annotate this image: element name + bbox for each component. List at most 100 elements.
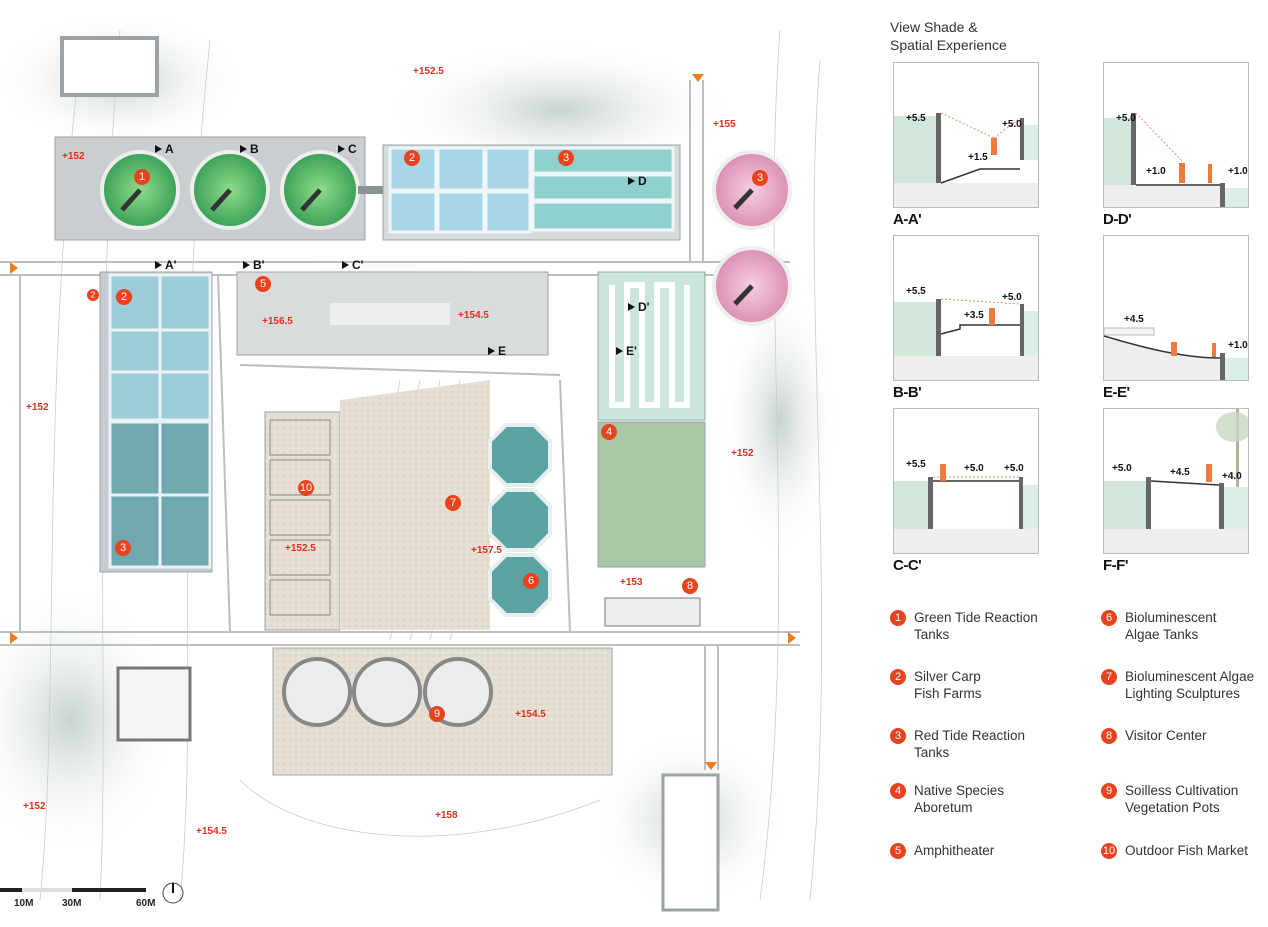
section-mark: C xyxy=(338,142,357,156)
marker-5: 5 xyxy=(255,276,271,292)
elevation-label: +152 xyxy=(62,151,85,162)
legend-number: 3 xyxy=(890,728,906,744)
marker-3: 3 xyxy=(752,170,768,186)
scale-bar xyxy=(0,882,184,904)
legend-number: 7 xyxy=(1101,669,1117,685)
section-elevation: +1.0 xyxy=(1146,166,1166,177)
section-mark: D' xyxy=(628,300,650,314)
vegetation-pots xyxy=(282,657,493,727)
section-elevation: +4.0 xyxy=(1222,471,1242,482)
legend-number: 9 xyxy=(1101,783,1117,799)
legend-text: Visitor Center xyxy=(1125,728,1207,743)
legend-text: Fish Farms xyxy=(914,686,982,701)
legend-text: Silver Carp xyxy=(914,669,981,684)
section-elevation: +5.5 xyxy=(906,113,926,124)
section-d: +5.0 +1.0 +1.0 xyxy=(1103,62,1249,208)
marker-10: 10 xyxy=(298,480,314,496)
visitor-center xyxy=(604,597,701,627)
fish-pools-top xyxy=(388,146,532,234)
marker-8: 8 xyxy=(682,578,698,594)
panel-title-line: View Shade & xyxy=(890,19,978,35)
section-elevation: +1.5 xyxy=(968,152,988,163)
marker-3: 3 xyxy=(558,150,574,166)
legend-text: Native Species xyxy=(914,783,1005,798)
section-mark: B' xyxy=(243,258,265,272)
legend-text: Outdoor Fish Market xyxy=(1125,843,1249,858)
legend-text: Lighting Sculptures xyxy=(1125,686,1240,701)
marker-7: 7 xyxy=(445,495,461,511)
section-elevation: +5.0 xyxy=(1112,463,1132,474)
section-mark: A' xyxy=(155,258,177,272)
legend-text: Tanks xyxy=(914,745,950,760)
legend-number: 2 xyxy=(890,669,906,685)
elevation-label: +152 xyxy=(26,402,49,413)
bioluminescent-tanks xyxy=(488,423,552,617)
elevation-label: +156.5 xyxy=(262,316,293,327)
section-label: E-E' xyxy=(1103,384,1130,401)
legend-text: Bioluminescent xyxy=(1125,610,1217,625)
legend-text: Red Tide Reaction xyxy=(914,728,1026,743)
elevation-label: +154.5 xyxy=(515,709,546,720)
legend-number: 6 xyxy=(1101,610,1117,626)
marker-1: 1 xyxy=(134,169,150,185)
small-building-nw xyxy=(60,36,159,97)
section-elevation: +5.5 xyxy=(906,459,926,470)
section-label: F-F' xyxy=(1103,557,1128,574)
scale-label: 60M xyxy=(136,898,156,909)
section-mark: E' xyxy=(616,344,637,358)
scale-label: 30M xyxy=(62,898,82,909)
legend-text: Green Tide Reaction xyxy=(914,610,1038,625)
elevation-label: +158 xyxy=(435,810,458,821)
legend-text: Amphitheater xyxy=(914,843,995,858)
elevation-label: +157.5 xyxy=(471,545,502,556)
marker-2: 2 xyxy=(87,289,99,301)
panel-title-line: Spatial Experience xyxy=(890,37,1007,53)
legend-text: Tanks xyxy=(914,627,950,642)
section-label: C-C' xyxy=(893,557,922,574)
section-elevation: +5.0 xyxy=(1002,119,1022,130)
section-elevation: +3.5 xyxy=(964,310,984,321)
elevation-label: +153 xyxy=(620,577,643,588)
section-c: +5.5 +5.0 +5.0 xyxy=(893,408,1039,554)
marker-2: 2 xyxy=(404,150,420,166)
section-f: +5.0 +4.5 +4.0 xyxy=(1103,408,1249,554)
section-mark: E xyxy=(488,344,506,358)
legend-number: 4 xyxy=(890,783,906,799)
elevation-label: +152.5 xyxy=(413,66,444,77)
section-elevation: +1.0 xyxy=(1228,340,1248,351)
marker-3: 3 xyxy=(115,540,131,556)
fish-market-area xyxy=(264,411,341,631)
section-elevation: +5.0 xyxy=(1002,292,1022,303)
elevation-label: +152 xyxy=(731,448,754,459)
legend-item: 5 Amphitheater xyxy=(890,842,1064,859)
marker-4: 4 xyxy=(601,424,617,440)
site-plan-drawing xyxy=(0,10,840,912)
small-building-se xyxy=(661,773,720,912)
section-a: +5.5 +5.0 +1.5 xyxy=(893,62,1039,208)
section-elevation: +5.5 xyxy=(906,286,926,297)
elevation-label: +155 xyxy=(713,119,736,130)
marker-9: 9 xyxy=(429,706,445,722)
small-building-sw xyxy=(116,666,192,742)
amphitheater-stage xyxy=(330,303,450,325)
entry-arrows xyxy=(10,74,796,770)
legend-text: Soilless Cultivation xyxy=(1125,783,1239,798)
legend-text: Aboretum xyxy=(914,800,973,815)
section-elevation: +5.0 xyxy=(964,463,984,474)
legend-number: 1 xyxy=(890,610,906,626)
left-fish-pools xyxy=(108,273,212,569)
legend-number: 5 xyxy=(890,843,906,859)
section-label: D-D' xyxy=(1103,211,1132,228)
elevation-label: +152 xyxy=(23,801,46,812)
panel-title: View Shade & Spatial Experience xyxy=(890,18,1007,54)
scale-label: 10M xyxy=(14,898,34,909)
marker-2: 2 xyxy=(116,289,132,305)
legend-text: Vegetation Pots xyxy=(1125,800,1220,815)
